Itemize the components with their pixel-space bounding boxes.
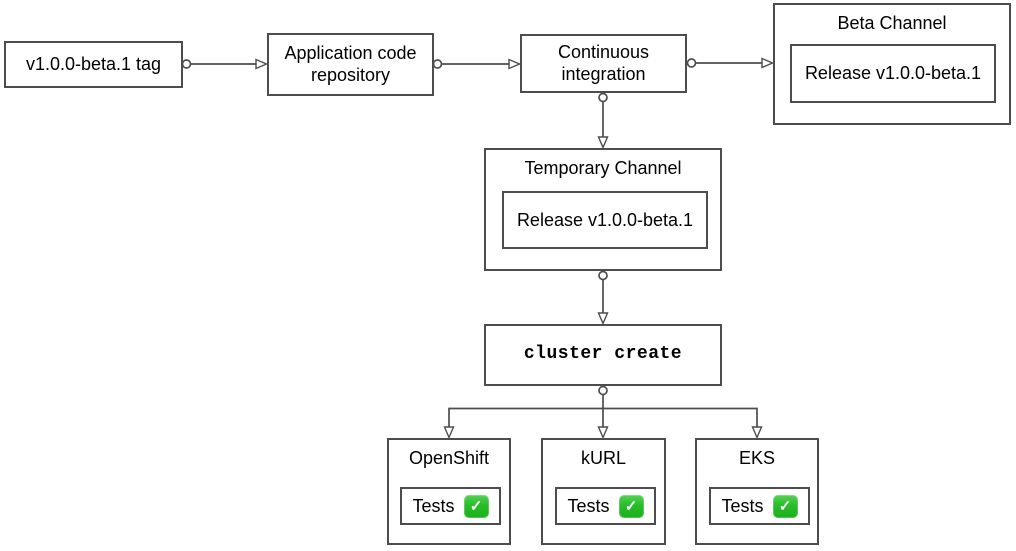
arrowhead-icon: [597, 312, 609, 326]
arrowhead-icon: [255, 58, 269, 70]
arrowhead-icon: [508, 58, 522, 70]
arrowhead-icon: [761, 57, 775, 69]
node-version-tag: v1.0.0-beta.1 tag: [4, 41, 183, 88]
arrowhead-icon: [597, 426, 609, 440]
check-passed-icon: ✓: [772, 494, 798, 518]
node-application-code-repository: Application code repository: [267, 33, 434, 96]
node-openshift: OpenShift Tests ✓: [387, 438, 511, 545]
arrowhead-icon: [751, 426, 763, 440]
kurl-title: kURL: [580, 448, 626, 468]
node-kurl: kURL Tests ✓: [541, 438, 666, 545]
node-continuous-integration-label: Continuous integration: [557, 42, 650, 84]
check-passed-icon: ✓: [463, 494, 489, 518]
beta-release-label: Release v1.0.0-beta.1: [804, 63, 982, 83]
node-eks: EKS Tests ✓: [695, 438, 819, 545]
node-temporary-channel: Temporary Channel Release v1.0.0-beta.1: [484, 148, 722, 271]
connector-tail-circle: [598, 92, 608, 103]
check-passed-icon: ✓: [618, 494, 644, 518]
node-cluster-create: cluster create: [484, 324, 722, 386]
node-openshift-tests: Tests ✓: [400, 487, 501, 525]
node-beta-channel: Beta Channel Release v1.0.0-beta.1: [773, 3, 1011, 125]
kurl-tests-label: Tests: [567, 495, 610, 516]
node-beta-release: Release v1.0.0-beta.1: [790, 44, 996, 103]
connector-tail-circle: [598, 385, 608, 396]
connector-tail-circle: [686, 58, 697, 68]
check-glyph: ✓: [778, 498, 792, 515]
eks-tests-label: Tests: [721, 495, 764, 516]
check-glyph: ✓: [469, 498, 483, 515]
openshift-tests-label: Tests: [412, 495, 455, 516]
cluster-create-label: cluster create: [523, 344, 683, 365]
node-kurl-tests: Tests ✓: [555, 487, 656, 525]
temporary-channel-title: Temporary Channel: [524, 158, 682, 178]
node-temporary-release: Release v1.0.0-beta.1: [502, 191, 708, 249]
node-continuous-integration: Continuous integration: [520, 34, 687, 93]
beta-channel-title: Beta Channel: [837, 13, 947, 33]
connector-tail-circle: [598, 270, 608, 281]
check-glyph: ✓: [624, 498, 638, 515]
node-application-code-repository-label: Application code repository: [284, 43, 417, 85]
arrowhead-icon: [443, 426, 455, 440]
arrowhead-icon: [597, 136, 609, 150]
eks-title: EKS: [738, 448, 776, 468]
openshift-title: OpenShift: [408, 448, 490, 468]
connector-tail-circle: [432, 59, 443, 69]
connector-tail-circle: [181, 59, 192, 69]
node-version-tag-label: v1.0.0-beta.1 tag: [25, 53, 162, 74]
node-eks-tests: Tests ✓: [709, 487, 810, 525]
temporary-release-label: Release v1.0.0-beta.1: [516, 209, 694, 230]
